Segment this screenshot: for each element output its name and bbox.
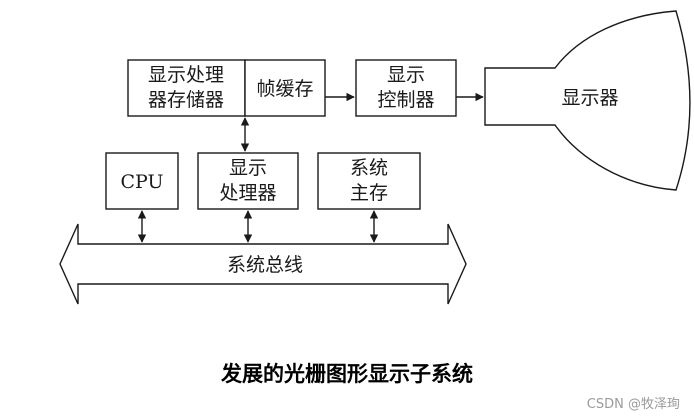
system-memory-label-line2: 主存: [350, 182, 388, 204]
monitor-shape: [484, 10, 691, 191]
frame-buffer-box: [244, 59, 326, 117]
display-processor-label-line1: 显示: [229, 157, 267, 179]
display-controller-box: [355, 59, 457, 117]
cpu-box: [105, 152, 179, 210]
display-processor-label-line2: 处理器: [219, 182, 276, 204]
system-memory-label-line1: 系统: [350, 157, 388, 179]
raster-display-diagram: 显示处理 器存储器 帧缓存 显示 控制器 显示器 CPU 显示 处理器 系统 主…: [59, 10, 691, 305]
system-memory-box: [317, 152, 421, 210]
watermark: CSDN @牧泽珣: [586, 397, 680, 412]
display-processor-memory-label-line2: 器存储器: [148, 89, 224, 111]
display-controller-label-line1: 显示: [387, 64, 425, 86]
system-bus-shape: [59, 223, 467, 305]
display-processor-box: [197, 152, 299, 210]
system-bus-label: 系统总线: [227, 254, 303, 276]
figure-caption: 发展的光栅图形显示子系统: [221, 362, 473, 386]
cpu-label: CPU: [120, 171, 163, 193]
monitor-label: 显示器: [561, 87, 618, 109]
display-processor-memory-label-line1: 显示处理: [148, 64, 224, 86]
frame-buffer-label: 帧缓存: [256, 78, 313, 100]
display-processor-memory-box: [127, 59, 246, 117]
display-controller-label-line2: 控制器: [377, 89, 434, 111]
